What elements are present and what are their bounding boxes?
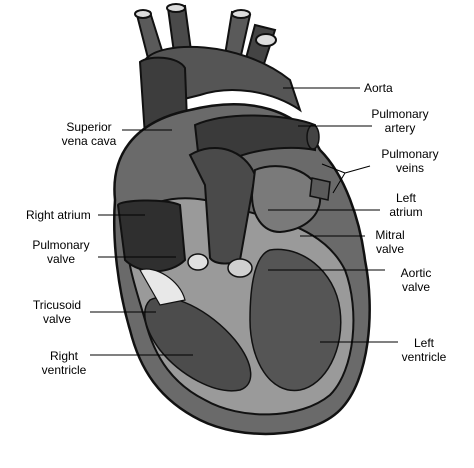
label-aorta: Aorta [364,81,393,95]
right-ventricle-cavity [144,296,252,392]
label-pulmonary-valve: Pulmonary valve [28,238,94,266]
label-pulmonary-veins: Pulmonary veins [376,147,444,175]
label-right-ventricle: Right ventricle [34,349,94,377]
leader-pulmonary-veins-3 [344,165,371,174]
label-right-ventricle-line2: ventricle [41,363,87,377]
great-vessels [134,3,302,113]
label-mitral-valve-line1: Mitral [375,228,405,242]
label-tricuspid-valve-line2: valve [42,312,71,326]
label-superior-vena-cava-line1: Superior [66,120,112,134]
label-superior-vena-cava: Superior vena cava [56,120,122,148]
left-atrium-chamber [250,165,322,234]
label-right-ventricle-line1: Right [49,349,78,363]
leader-pulmonary-veins-2 [332,172,346,194]
vessel-opening-4 [255,33,277,47]
label-left-ventricle-line2: ventricle [401,350,447,364]
vessel-opening-2 [166,3,186,13]
label-left-atrium-line2: atrium [389,205,423,219]
leader-lines [90,87,398,356]
label-aortic-valve-line2: valve [401,280,430,294]
label-left-ventricle-line1: Left [413,336,434,350]
vessel-opening-1 [134,9,152,19]
label-superior-vena-cava-line2: vena cava [61,134,117,148]
label-mitral-valve-line2: valve [375,242,404,256]
label-tricuspid-valve-line1: Tricusoid [32,298,82,312]
label-pulmonary-valve-line1: Pulmonary [32,238,90,252]
leader-pulmonary-veins-1 [321,163,346,174]
label-right-atrium: Right atrium [26,208,91,222]
pulmonary-valve [187,253,209,271]
vessel-opening-3 [231,9,251,19]
label-left-atrium-line1: Left [395,191,416,205]
label-tricuspid-valve: Tricusoid valve [24,298,90,326]
pulmonary-artery-opening [306,124,320,150]
label-left-atrium: Left atrium [382,191,430,219]
label-pulmonary-artery-line1: Pulmonary [371,107,429,121]
label-pulmonary-valve-line2: valve [46,252,75,266]
left-ventricle-cavity [249,248,342,392]
aortic-tube [188,146,257,265]
label-pulmonary-veins-line1: Pulmonary [381,147,439,161]
right-atrium-chamber [116,199,187,273]
label-pulmonary-artery: Pulmonary artery [366,107,434,135]
label-aortic-valve: Aortic valve [394,266,438,294]
pulmonary-vein [309,177,331,201]
label-left-ventricle: Left ventricle [396,336,452,364]
label-pulmonary-artery-line2: artery [384,121,416,135]
tricuspid-valve [139,268,186,306]
aortic-valve [227,258,253,278]
label-mitral-valve: Mitral valve [368,228,412,256]
label-pulmonary-veins-line2: veins [395,161,424,175]
label-aortic-valve-line1: Aortic [400,266,432,280]
